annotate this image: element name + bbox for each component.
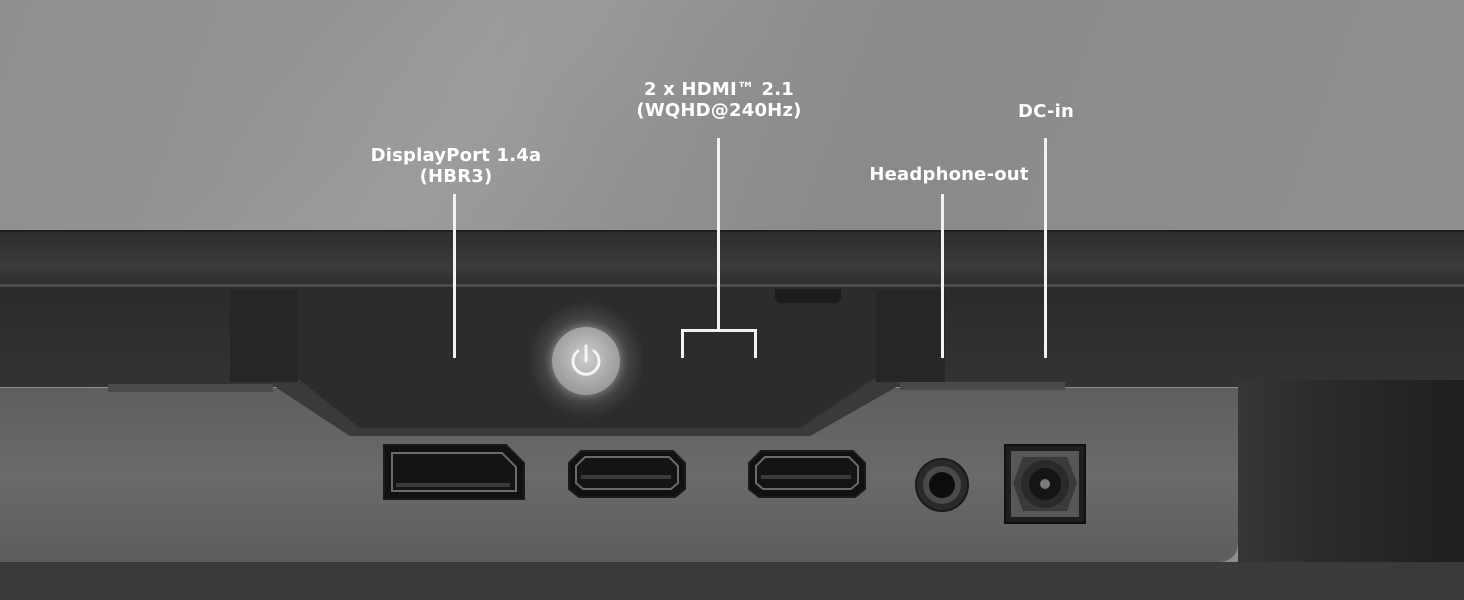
label-headphone-line1: Headphone-out [869,164,1029,185]
monitor-bezel [0,230,1464,290]
hub-tab [775,289,841,303]
power-button[interactable] [552,327,620,395]
leader-bracket-hdmi-left [681,329,684,358]
label-hdmi-line2: (WQHD@240Hz) [636,100,802,121]
bezel-edge-line [0,284,1464,287]
hdmi-port-1[interactable] [567,449,687,499]
label-hdmi: 2 x HDMI™ 2.1 (WQHD@240Hz) [619,79,819,121]
label-dcin-line1: DC-in [1017,101,1075,122]
background-light-streak [0,0,1464,232]
leader-line-hdmi [717,138,720,331]
label-displayport-line2: (HBR3) [419,166,493,187]
label-headphone: Headphone-out [859,164,1039,185]
leader-line-headphone [941,194,944,358]
label-displayport: DisplayPort 1.4a (HBR3) [356,145,556,187]
power-icon [571,344,601,376]
displayport-port[interactable] [382,443,526,501]
bottom-shadow [0,562,1464,600]
hdmi-port-2[interactable] [747,449,867,499]
leader-line-dcin [1044,138,1047,358]
dc-in-jack[interactable] [1003,443,1087,525]
label-hdmi-line1: 2 x HDMI™ 2.1 [643,79,795,100]
headphone-jack[interactable] [914,457,970,513]
leader-line-displayport [453,194,456,358]
leader-bracket-hdmi-right [754,329,757,358]
label-dcin: DC-in [986,101,1106,122]
label-displayport-line1: DisplayPort 1.4a [370,145,542,166]
leader-bracket-hdmi-top [681,329,757,332]
